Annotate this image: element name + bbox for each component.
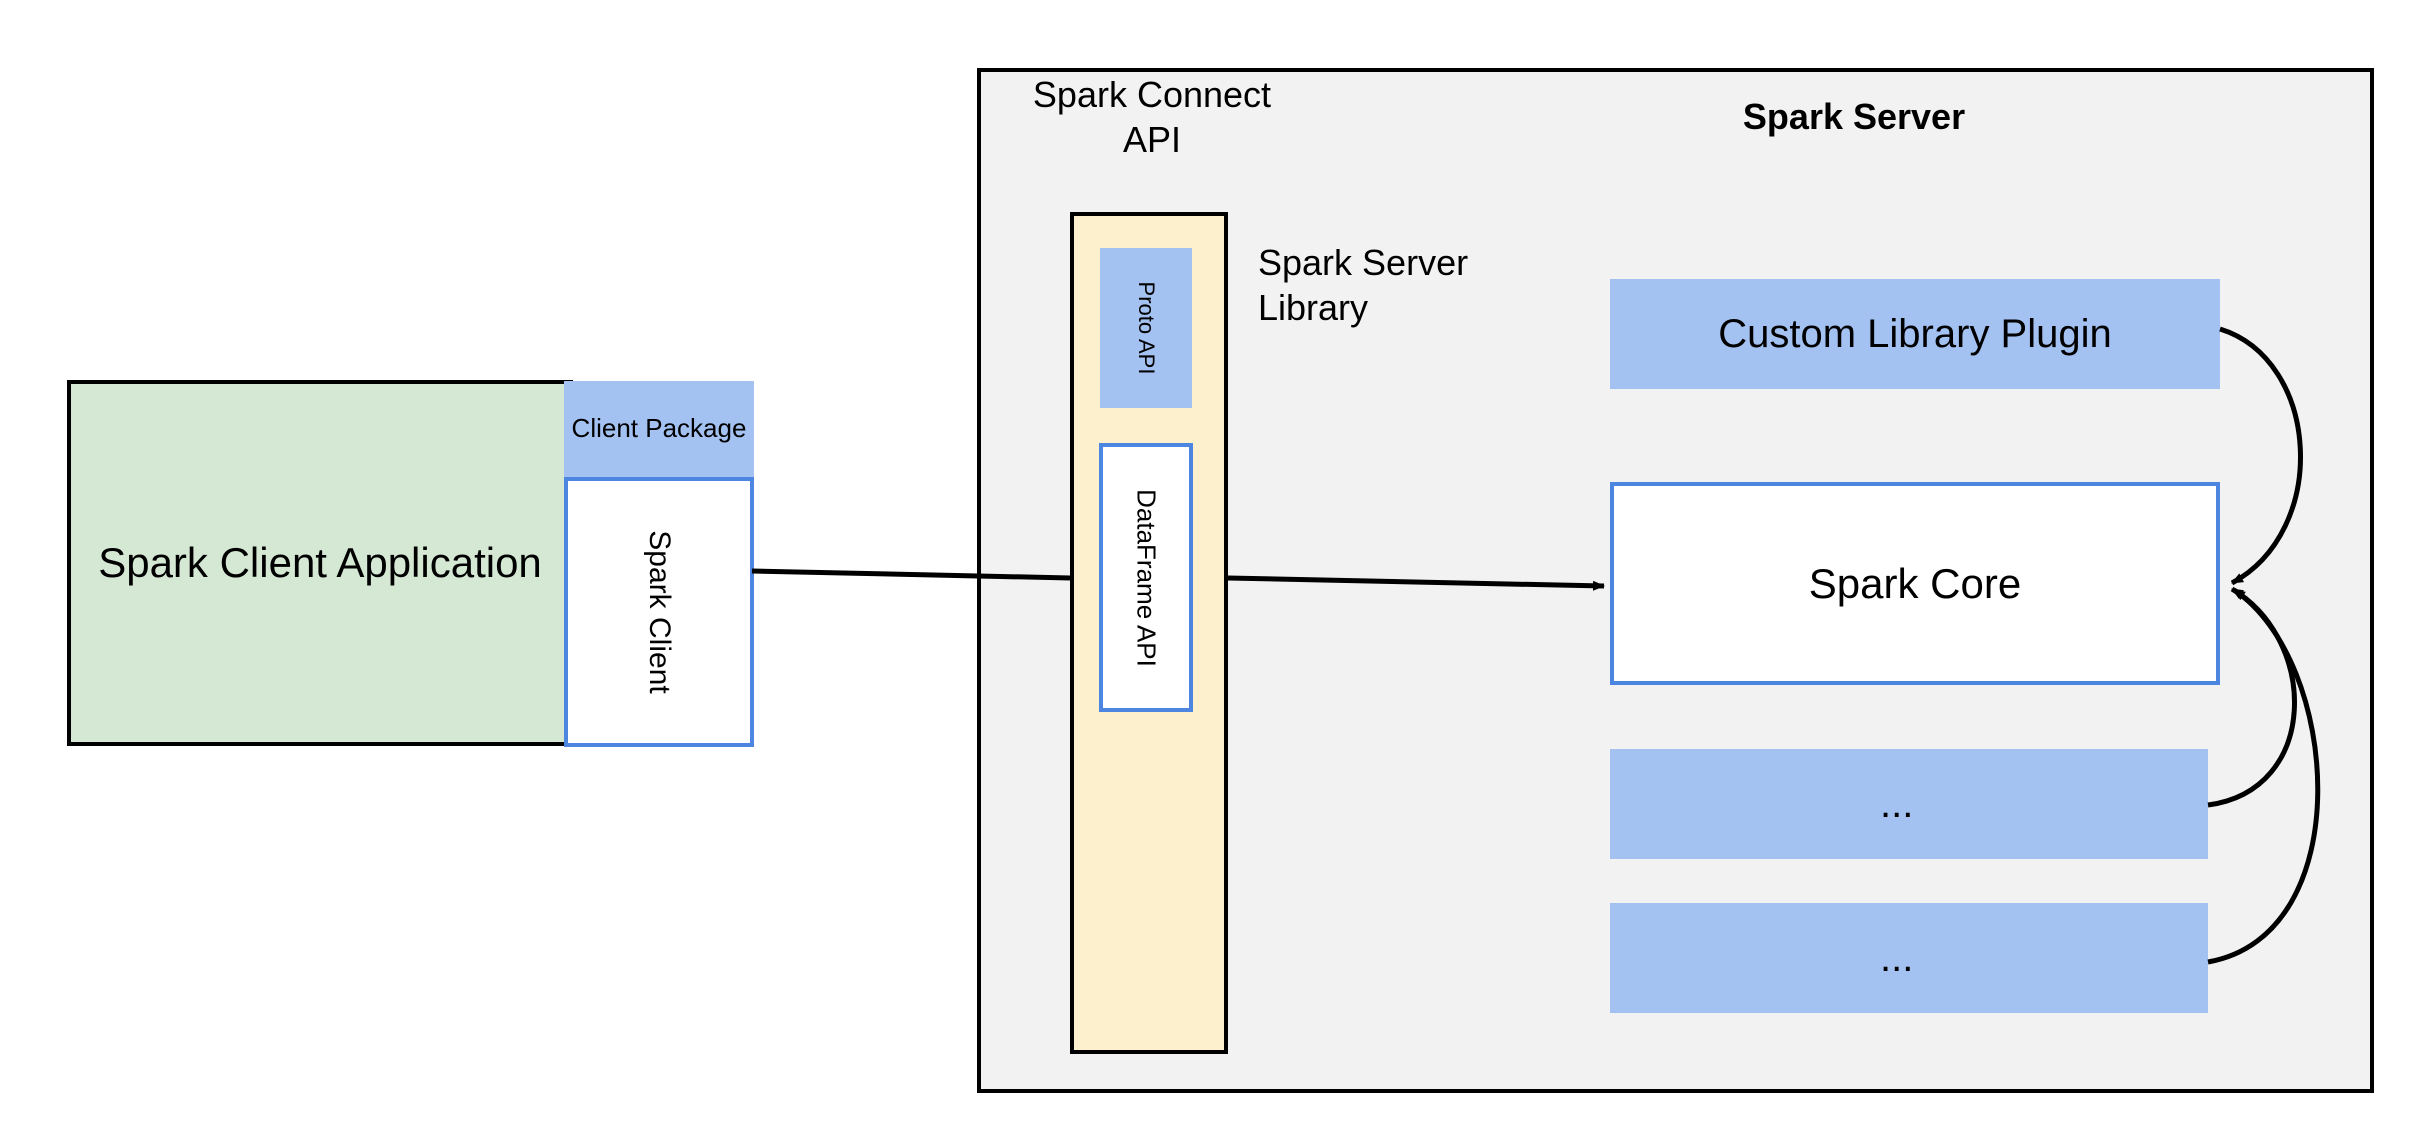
more-components-box-1[interactable]: ... (1610, 749, 2208, 859)
proto-api-box[interactable]: Proto API (1100, 248, 1192, 408)
dataframe-api-label: DataFrame API (1131, 488, 1162, 667)
spark-server-title: Spark Server (1742, 96, 1966, 138)
dataframe-api-box[interactable]: DataFrame API (1099, 443, 1193, 712)
proto-api-label: Proto API (1134, 281, 1159, 375)
spark-client-label: Spark Client (643, 530, 676, 694)
spark-connect-api-label: Spark Connect API (1032, 74, 1272, 160)
spark-server-library-label: Spark Server Library (1258, 240, 1528, 330)
client-package-label: Client Package (564, 381, 754, 477)
spark-core-box[interactable]: Spark Core (1610, 482, 2220, 685)
client-package-group: Client Package Spark Client (564, 381, 754, 747)
spark-server-library-label-line2: Library (1258, 287, 1369, 328)
spark-client-application-box[interactable]: Spark Client Application (67, 380, 573, 746)
spark-server-library-label-line1: Spark Server (1258, 242, 1469, 283)
more-components-box-2[interactable]: ... (1610, 903, 2208, 1013)
custom-library-plugin-box[interactable]: Custom Library Plugin (1610, 279, 2220, 389)
spark-client-box[interactable]: Spark Client (564, 477, 754, 747)
